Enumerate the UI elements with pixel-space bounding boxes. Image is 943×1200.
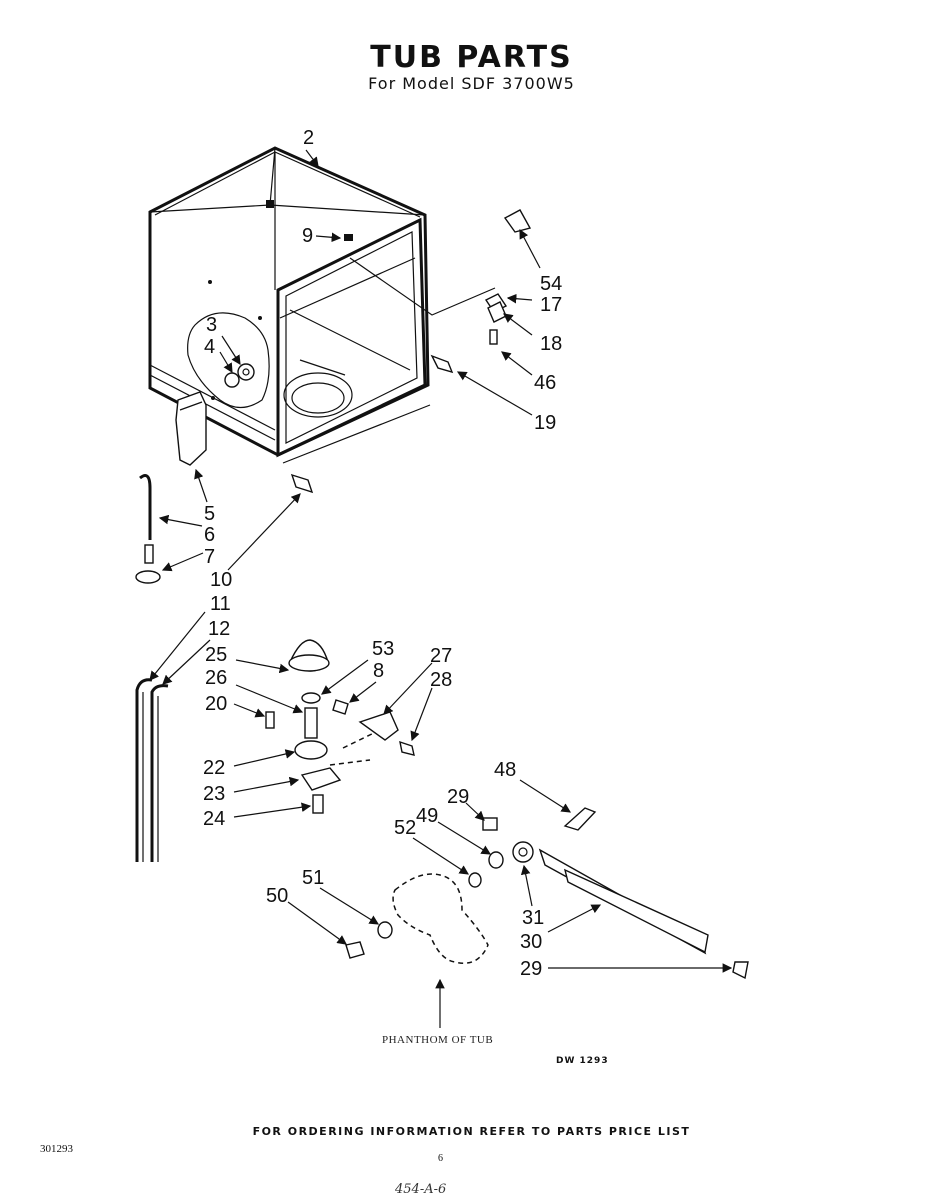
callout-2: 2: [303, 127, 314, 149]
callout-4: 4: [204, 336, 215, 358]
callout-5: 5: [204, 503, 215, 525]
callout-19: 19: [534, 412, 556, 434]
callout-23: 23: [203, 783, 225, 805]
callout-54: 54: [540, 273, 562, 295]
callout-10: 10: [210, 569, 232, 591]
callout-29-upper: 29: [447, 786, 469, 808]
callout-8: 8: [373, 660, 384, 682]
callout-49: 49: [416, 805, 438, 827]
callout-51: 51: [302, 867, 324, 889]
callout-7: 7: [204, 546, 215, 568]
callout-27: 27: [430, 645, 452, 667]
tub-drawing: [148, 146, 431, 466]
callout-22: 22: [203, 757, 225, 779]
callout-48: 48: [494, 759, 516, 781]
callout-24: 24: [203, 808, 225, 830]
model-subtitle: For Model SDF 3700W5: [368, 74, 575, 93]
callout-25: 25: [205, 644, 227, 666]
part-9-clip: [344, 234, 353, 241]
callout-26: 26: [205, 667, 227, 689]
callout-30: 30: [520, 931, 542, 953]
callout-53: 53: [372, 638, 394, 660]
callout-18: 18: [540, 333, 562, 355]
ordering-info-note: FOR ORDERING INFORMATION REFER TO PARTS …: [252, 1125, 691, 1138]
callout-17: 17: [540, 294, 562, 316]
callout-28: 28: [430, 669, 452, 691]
drawing-code: DW 1293: [556, 1056, 609, 1066]
callout-6: 6: [204, 524, 215, 546]
callout-46: 46: [534, 372, 556, 394]
callout-52: 52: [394, 817, 416, 839]
document-number: 301293: [40, 1143, 73, 1155]
callout-9: 9: [302, 225, 313, 247]
phantom-of-tub-label: PHANTHOM OF TUB: [382, 1034, 493, 1046]
part-54-clip: [503, 209, 532, 233]
callout-29-lower: 29: [520, 958, 542, 980]
page-number: 6: [438, 1153, 443, 1164]
callout-labels: 2 9 54 17 18 46 19 3 4 5 6 7 10 11 12 25…: [203, 127, 562, 980]
callout-50: 50: [266, 885, 288, 907]
handwritten-note: 454-A-6: [395, 1182, 447, 1197]
callout-20: 20: [205, 693, 227, 715]
page-title: TUB PARTS: [370, 40, 573, 75]
callout-12: 12: [208, 618, 230, 640]
callout-11: 11: [210, 593, 231, 615]
callout-3: 3: [206, 314, 217, 336]
callout-31: 31: [522, 907, 544, 929]
